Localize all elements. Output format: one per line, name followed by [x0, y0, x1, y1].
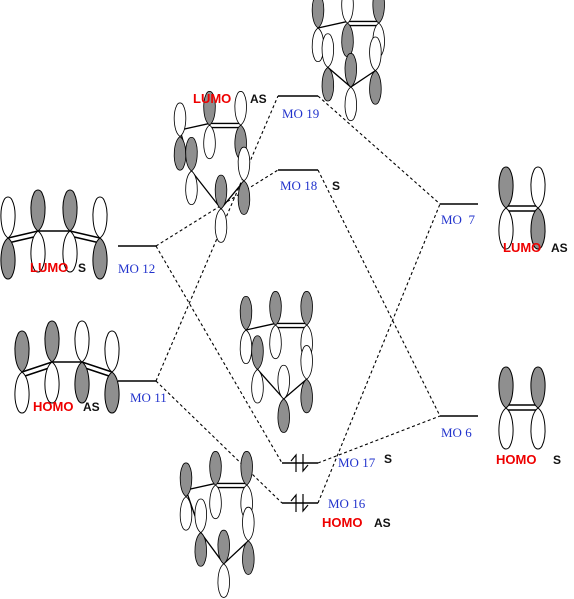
- butadiene-lumo-sym: S: [78, 261, 86, 275]
- butadiene-lumo-label: LUMO: [30, 260, 68, 275]
- mo17-orbitals: [239, 291, 313, 433]
- mo6-label: MO 6: [441, 425, 472, 440]
- line-mo12-mo17: [155, 245, 283, 464]
- mo16-homo-label: HOMO: [322, 515, 362, 530]
- electron-pair-mo17: [290, 453, 309, 473]
- mo7-label: MO 7: [441, 212, 475, 227]
- electron-pair-mo16: [290, 493, 309, 513]
- butadiene-homo-sym: AS: [83, 400, 100, 414]
- line-mo19-mo7: [317, 95, 441, 205]
- mo11-label: MO 11: [130, 390, 167, 405]
- energy-levels: [118, 95, 478, 504]
- mo19-label: MO 19: [282, 106, 319, 121]
- mo16-sym: AS: [374, 516, 391, 530]
- correlation-lines: [155, 95, 441, 504]
- mo19-sym: AS: [250, 92, 267, 106]
- mo17-label: MO 17: [338, 455, 376, 470]
- mo12-label: MO 12: [118, 261, 155, 276]
- mo16-orbitals: [179, 451, 255, 598]
- line-mo12-mo18: [155, 169, 279, 247]
- mo17-sym: S: [384, 452, 392, 466]
- mo18-sym: S: [332, 179, 340, 193]
- mo19-orbitals: [311, 0, 385, 122]
- line-mo18-mo6: [317, 169, 441, 417]
- ethylene-homo-orbitals: [498, 366, 546, 450]
- butadiene-lumo-orbitals: [0, 189, 108, 280]
- mo18-orbitals: [173, 91, 251, 243]
- line-mo11-mo19: [155, 95, 279, 382]
- ethylene-lumo-sym: AS: [551, 241, 568, 255]
- mo16-label: MO 16: [328, 496, 366, 511]
- butadiene-homo-orbitals: [14, 320, 120, 414]
- line-mo17-mo6: [317, 415, 441, 464]
- mo19-lumo-label: LUMO: [193, 91, 231, 106]
- line-mo16-mo7: [317, 203, 441, 504]
- ethylene-lumo-label: LUMO: [503, 240, 541, 255]
- ethylene-lumo-orbitals: [498, 166, 546, 250]
- mo18-label: MO 18: [280, 178, 317, 193]
- line-mo11-mo16: [155, 380, 283, 504]
- butadiene-homo-label: HOMO: [33, 399, 73, 414]
- ethylene-homo-label: HOMO: [496, 452, 536, 467]
- ethylene-homo-sym: S: [553, 453, 561, 467]
